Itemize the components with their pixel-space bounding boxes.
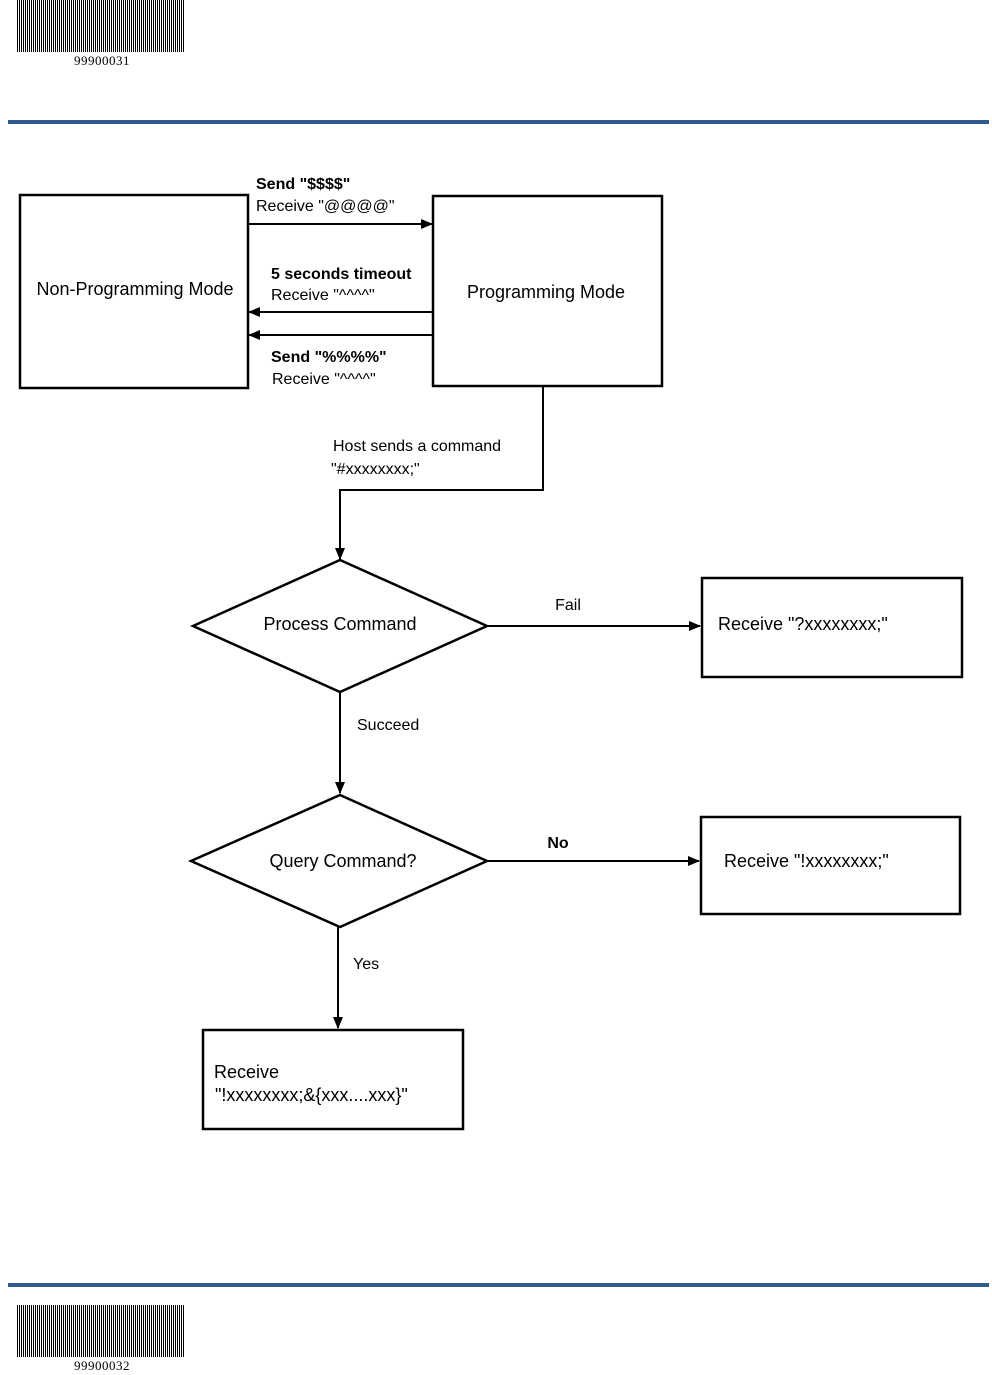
timeout-arrow-label-2: Receive "^^^^" — [271, 287, 375, 304]
barcode-number: 99900032 — [74, 1358, 130, 1373]
no-result-box — [699, 815, 962, 916]
succeed-label: Succeed — [357, 717, 419, 734]
yes-label: Yes — [353, 956, 379, 973]
programming-mode-box — [431, 194, 664, 388]
programming-mode-label: Programming Mode — [467, 282, 625, 302]
header-divider — [8, 120, 989, 124]
yes-result-box — [201, 1028, 465, 1131]
enter-arrow-label-2: Receive "@@@@" — [256, 198, 395, 215]
footer-divider — [8, 1283, 989, 1287]
exit-arrow-label-2: Receive "^^^^" — [272, 371, 376, 388]
barcode-number: 99900031 — [74, 53, 130, 68]
exit-arrow-label-1: Send "%%%%" — [271, 349, 387, 366]
query-command-label: Query Command? — [269, 851, 416, 871]
enter-arrow-label-1: Send "$$$$" — [256, 176, 350, 193]
timeout-arrow-label-1: 5 seconds timeout — [271, 266, 412, 283]
non-programming-mode-box — [18, 193, 250, 390]
fail-label: Fail — [555, 597, 581, 614]
barcode-bars — [17, 1305, 187, 1357]
host-command-label-1: Host sends a command — [333, 438, 501, 455]
yes-result-label-1: Receive — [214, 1062, 279, 1082]
no-label: No — [547, 835, 569, 852]
host-command-connector — [335, 386, 544, 560]
query-command-diamond — [187, 793, 491, 929]
barcode-bars — [17, 0, 187, 52]
footer-barcode: 99900032 — [17, 1305, 187, 1374]
host-command-label-2: "#xxxxxxxx;" — [331, 461, 420, 478]
non-programming-mode-label: Non-Programming Mode — [36, 279, 233, 299]
header-barcode: 99900031 — [17, 0, 187, 69]
fail-result-label: Receive "?xxxxxxxx;" — [718, 614, 888, 634]
no-result-label: Receive "!xxxxxxxx;" — [724, 851, 889, 871]
fail-result-box — [700, 576, 964, 679]
yes-result-label-2: "!xxxxxxxx;&{xxx....xxx}" — [215, 1085, 408, 1105]
process-command-label: Process Command — [263, 614, 416, 634]
